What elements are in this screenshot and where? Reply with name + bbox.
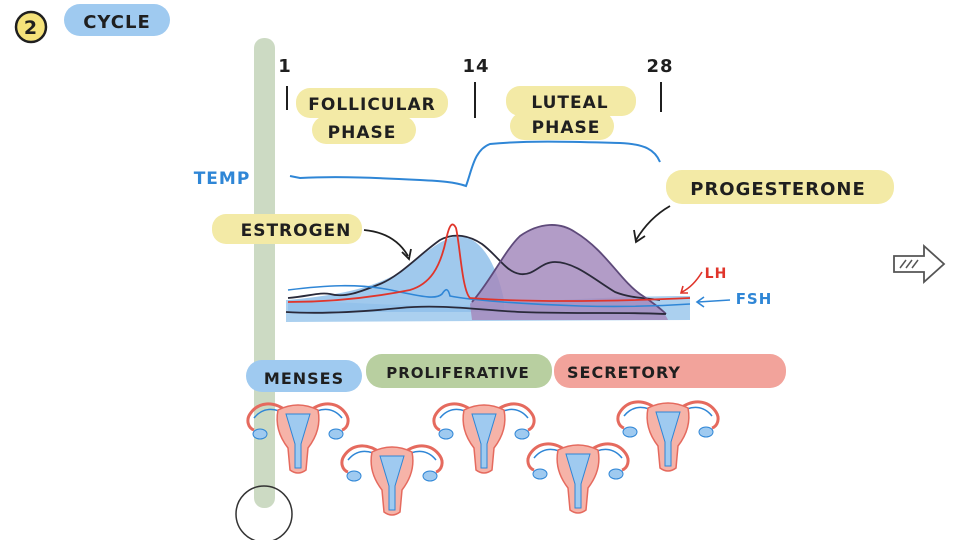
day-label-start: 1 (278, 56, 292, 77)
luteal-label-1: LUTEAL (531, 93, 608, 113)
temp-label: TEMP (194, 169, 251, 189)
menses-label: MENSES (264, 369, 344, 388)
proliferative-label: PROLIFERATIVE (386, 364, 530, 382)
uterus-icon (342, 446, 442, 515)
estrogen-arrow (364, 230, 408, 256)
page-title: CYCLE (83, 12, 151, 33)
progesterone-label: PROGESTERONE (690, 179, 866, 200)
lh-arrow (682, 272, 702, 292)
follicular-label-2: PHASE (328, 123, 397, 143)
secretory-label: SECRETORY (567, 363, 681, 382)
next-arrow-icon[interactable] (894, 246, 944, 282)
uterus-icon (434, 404, 534, 473)
fsh-label: FSH (736, 290, 773, 308)
temp-curve (290, 142, 660, 186)
lh-label: LH (705, 266, 728, 282)
day-label-mid: 14 (462, 56, 489, 77)
section-number-badge: 2 (16, 12, 46, 42)
estrogen-label: ESTROGEN (241, 221, 352, 241)
uterus-icon (618, 402, 718, 471)
luteal-label-2: PHASE (532, 118, 601, 138)
fsh-arrow (698, 300, 730, 302)
day-label-end: 28 (646, 56, 673, 77)
progesterone-arrow (636, 206, 670, 240)
section-number: 2 (24, 17, 38, 39)
uterus-icon (528, 444, 628, 513)
follicular-label-1: FOLLICULAR (308, 95, 435, 115)
